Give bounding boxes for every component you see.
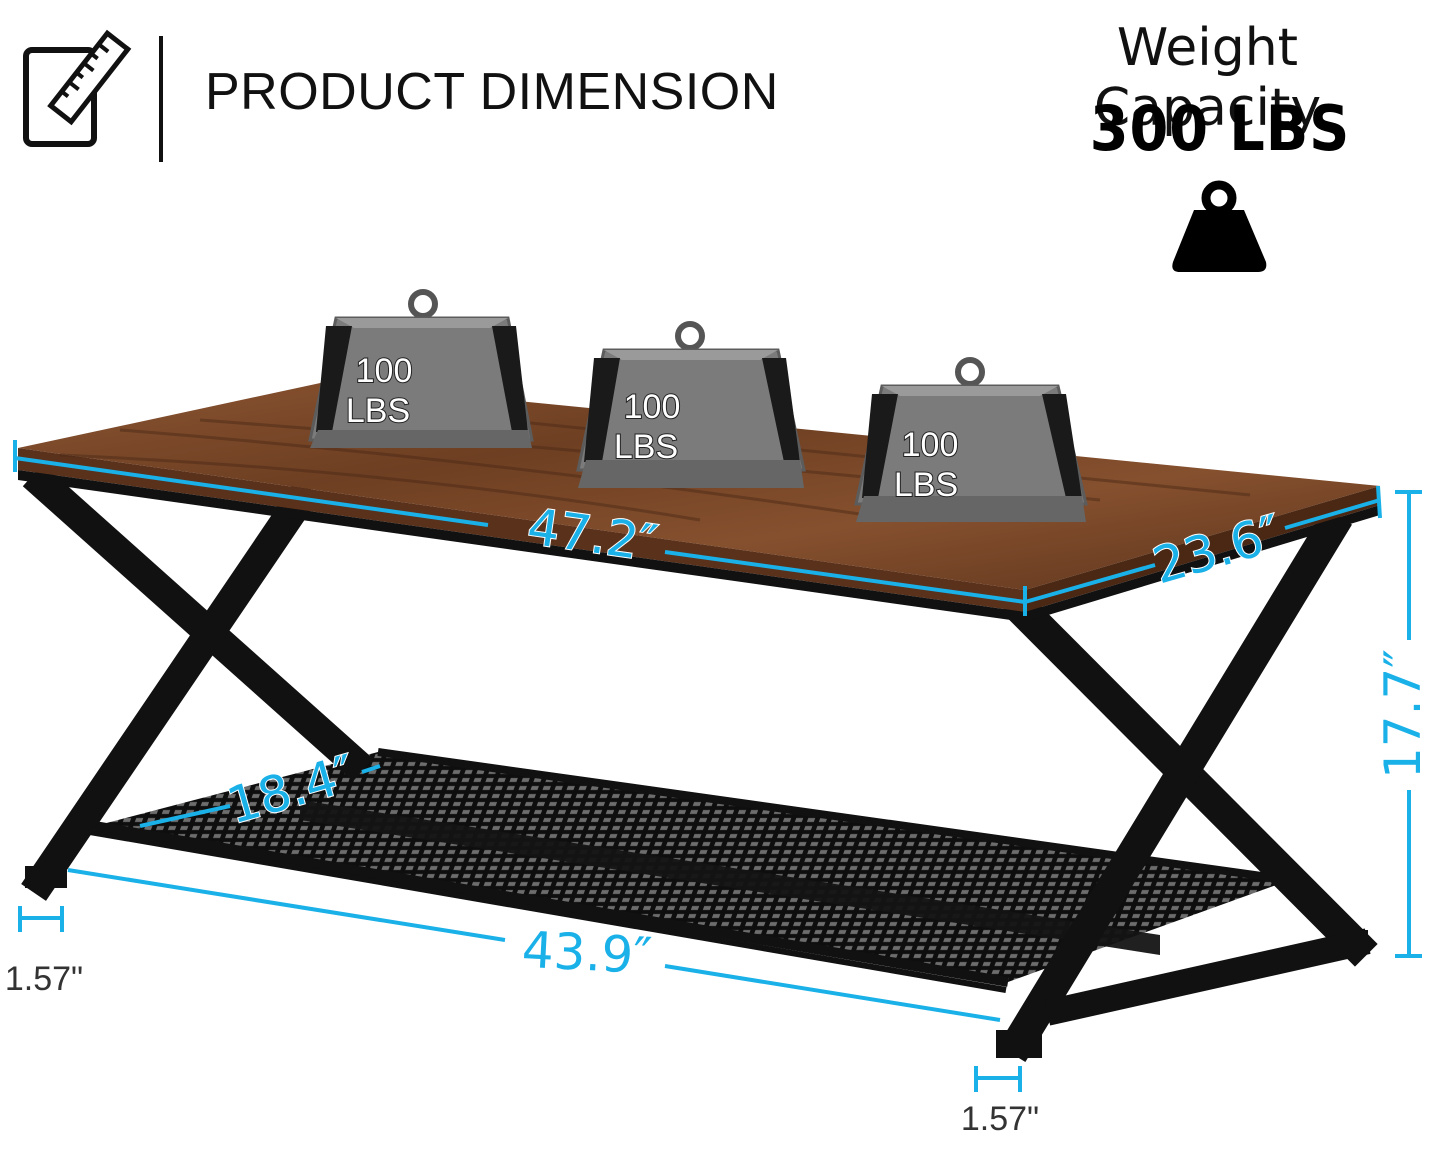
weight-capacity-label: Weight Capacity xyxy=(1093,18,1322,138)
weight-2-unit: LBS xyxy=(614,428,678,466)
left-x-leg xyxy=(21,463,374,901)
base-length-label: 43.9″ xyxy=(520,921,653,986)
weight-3-number: 100 xyxy=(902,426,959,464)
left-foot xyxy=(25,866,67,888)
weight-capacity-value: 300 LBS xyxy=(1089,92,1351,165)
weight-block-3 xyxy=(854,357,1088,522)
right-foot xyxy=(996,1030,1042,1058)
weight-block-1 xyxy=(308,289,534,448)
foot-left-label: 1.57" xyxy=(5,960,83,998)
weight-1-unit: LBS xyxy=(346,392,410,430)
ruler-note-icon xyxy=(23,29,132,147)
weight-3-unit: LBS xyxy=(894,466,958,504)
dimension-lines xyxy=(13,440,1422,1092)
header-divider xyxy=(159,36,163,162)
foot-right-label: 1.57" xyxy=(961,1100,1039,1138)
weight-1-number: 100 xyxy=(356,352,413,390)
page-title: PRODUCT DIMENSION xyxy=(205,63,779,121)
weight-block-2 xyxy=(576,321,806,488)
height-label: 17.7″ xyxy=(1374,649,1432,779)
weight-2-number: 100 xyxy=(624,388,681,426)
